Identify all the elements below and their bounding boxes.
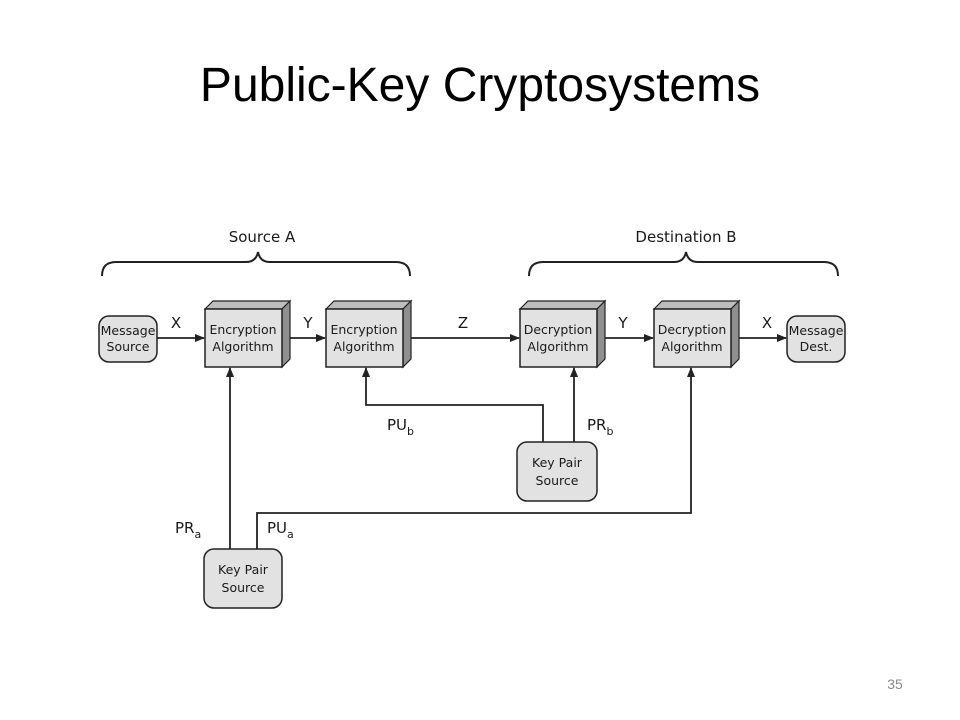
svg-text:Encryption: Encryption — [209, 322, 276, 337]
label-pu-b: PUb — [387, 416, 414, 438]
svg-text:Key Pair: Key Pair — [218, 562, 269, 577]
label-x-in: X — [171, 314, 181, 332]
label-y-a: Y — [302, 314, 313, 332]
label-y-b: Y — [617, 314, 628, 332]
svg-text:Algorithm: Algorithm — [527, 339, 588, 354]
svg-text:Source: Source — [536, 473, 579, 488]
svg-text:Message: Message — [789, 323, 844, 338]
svg-text:Algorithm: Algorithm — [212, 339, 273, 354]
label-pr-a: PRa — [175, 519, 201, 541]
key-pair-source-b-node: Key Pair Source — [516, 441, 598, 502]
source-a-brace — [101, 251, 411, 277]
decryption-algorithm-1-node: Decryption Algorithm — [518, 299, 607, 369]
svg-text:Message: Message — [101, 323, 156, 338]
encryption-algorithm-2-node: Encryption Algorithm — [324, 299, 413, 369]
key-pair-source-a-node: Key Pair Source — [203, 548, 283, 609]
arrow-pu-a — [256, 367, 695, 549]
slide-title: Public-Key Cryptosystems — [199, 59, 761, 112]
svg-text:Decryption: Decryption — [658, 322, 727, 337]
source-a-label: Source A — [229, 228, 296, 246]
svg-text:Source: Source — [222, 580, 265, 595]
label-z: Z — [458, 314, 468, 332]
encryption-algorithm-1-node: Encryption Algorithm — [203, 299, 292, 369]
decryption-algorithm-2-node: Decryption Algorithm — [652, 299, 741, 369]
svg-text:Encryption: Encryption — [330, 322, 397, 337]
message-dest-node: Message Dest. — [786, 315, 846, 363]
label-pr-b: PRb — [587, 416, 613, 438]
svg-text:Algorithm: Algorithm — [661, 339, 722, 354]
svg-text:Source: Source — [107, 339, 150, 354]
label-pu-a: PUa — [267, 519, 294, 541]
destination-b-label: Destination B — [635, 228, 736, 246]
svg-text:Key Pair: Key Pair — [532, 455, 583, 470]
page-number: 35 — [887, 676, 903, 692]
svg-text:Dest.: Dest. — [800, 339, 833, 354]
destination-b-brace — [528, 251, 839, 277]
arrow-pu-b — [362, 367, 544, 442]
label-x-out: X — [762, 314, 772, 332]
svg-text:Decryption: Decryption — [524, 322, 593, 337]
message-source-node: Message Source — [98, 315, 158, 363]
svg-text:Algorithm: Algorithm — [333, 339, 394, 354]
